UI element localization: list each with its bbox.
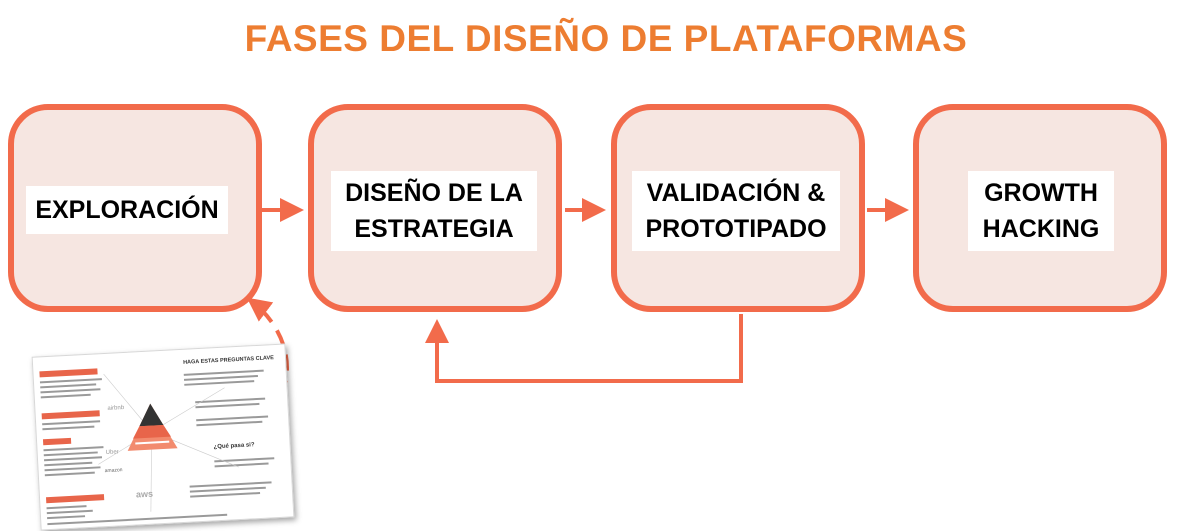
phase-label-line: VALIDACIÓN & bbox=[646, 179, 826, 207]
diagram-title: FASES DEL DISEÑO DE PLATAFORMAS bbox=[244, 18, 968, 59]
phase-label-exploracion: EXPLORACIÓN bbox=[26, 186, 228, 234]
canvas-document-thumbnail: HAGA ESTAS PREGUNTAS CLAVE ¿Qué pasa si?… bbox=[31, 343, 295, 531]
phase-label-growth: GROWTH HACKING bbox=[968, 171, 1114, 251]
phase-label-validacion: VALIDACIÓN & PROTOTIPADO bbox=[632, 171, 840, 251]
phase-label-line: ESTRATEGIA bbox=[354, 215, 514, 243]
phase-label-line: HACKING bbox=[982, 215, 1100, 243]
phase-label-line: PROTOTIPADO bbox=[645, 215, 827, 243]
document-illustration: HAGA ESTAS PREGUNTAS CLAVE ¿Qué pasa si?… bbox=[39, 355, 274, 526]
document-question: ¿Qué pasa si? bbox=[213, 442, 255, 450]
document-logo-uber: Uber bbox=[106, 449, 119, 456]
phase-box-growth bbox=[913, 104, 1167, 312]
arrow-feedback-loop bbox=[425, 314, 743, 383]
document-logo-aws: aws bbox=[136, 489, 154, 500]
document-logo-amazon: amazon bbox=[105, 467, 123, 474]
phase-label-line: GROWTH bbox=[984, 179, 1098, 207]
phase-label-line: EXPLORACIÓN bbox=[35, 196, 219, 224]
document-logo-airbnb: airbnb bbox=[107, 405, 125, 412]
phase-label-line: DISEÑO DE LA bbox=[345, 179, 523, 207]
document-heading: HAGA ESTAS PREGUNTAS CLAVE bbox=[183, 355, 274, 366]
phase-label-estrategia: DISEÑO DE LA ESTRATEGIA bbox=[331, 171, 537, 251]
